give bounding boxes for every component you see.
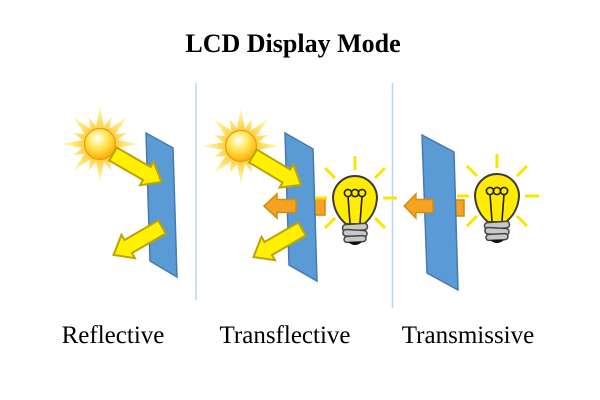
panel-label-reflective: Reflective (61, 322, 165, 349)
reflective-panel-diagram (61, 105, 178, 279)
lcd-panel (421, 133, 459, 292)
page-title: LCD Display Mode (185, 29, 401, 58)
panel-label-transflective: Transflective (219, 322, 351, 349)
lcd-panel (145, 131, 178, 279)
transflective-panel-diagram (202, 107, 399, 283)
light-bulb-icon (455, 152, 541, 245)
light-bulb-icon (313, 154, 399, 247)
transmissive-panel-diagram (403, 133, 541, 292)
panel-label-transmissive: Transmissive (401, 322, 535, 349)
